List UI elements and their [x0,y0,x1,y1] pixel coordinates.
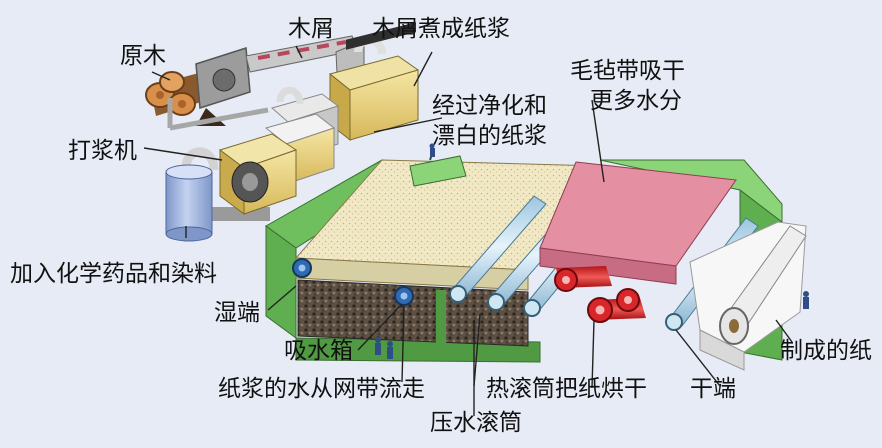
label-suction-box: 吸水箱 [284,338,353,364]
heated-rolls [554,266,646,323]
label-press-roll: 压水滚筒 [430,410,522,436]
heated-roll-1 [554,266,612,292]
label-clean-line1: 经过净化和 [432,93,547,119]
label-clean-line2: 漂白的纸浆 [432,123,547,149]
label-wet-end: 湿端 [214,300,260,326]
bleach-tanks [264,86,340,185]
label-chips: 木屑 [288,16,334,42]
finished-paper-roll [719,225,807,345]
pipe-network [167,98,270,221]
label-felt-line2: 更多水分 [590,88,682,114]
heated-roll-3 [616,288,640,312]
label-dry-end: 干端 [690,376,736,402]
label-beater: 打浆机 [68,138,137,164]
felt-belt [539,161,737,285]
label-chemicals: 加入化学药品和染料 [10,261,217,287]
leader-lines [143,45,793,416]
label-heated-rolls: 热滚筒把纸烘干 [486,376,647,402]
press-roll-1 [449,195,547,303]
worker-figures [375,143,809,359]
suction-rolls [292,258,414,306]
beater-machine [181,133,298,215]
suction-box-pit [297,279,529,347]
label-cook: 木屑煮成纸浆 [372,16,510,42]
label-drain: 纸浆的水从网带流走 [218,376,425,402]
label-felt-line1: 毛毡带吸干 [570,58,685,84]
label-finished: 制成的纸 [780,338,872,364]
chemical-tank [165,164,213,242]
label-logs: 原木 [120,43,166,69]
